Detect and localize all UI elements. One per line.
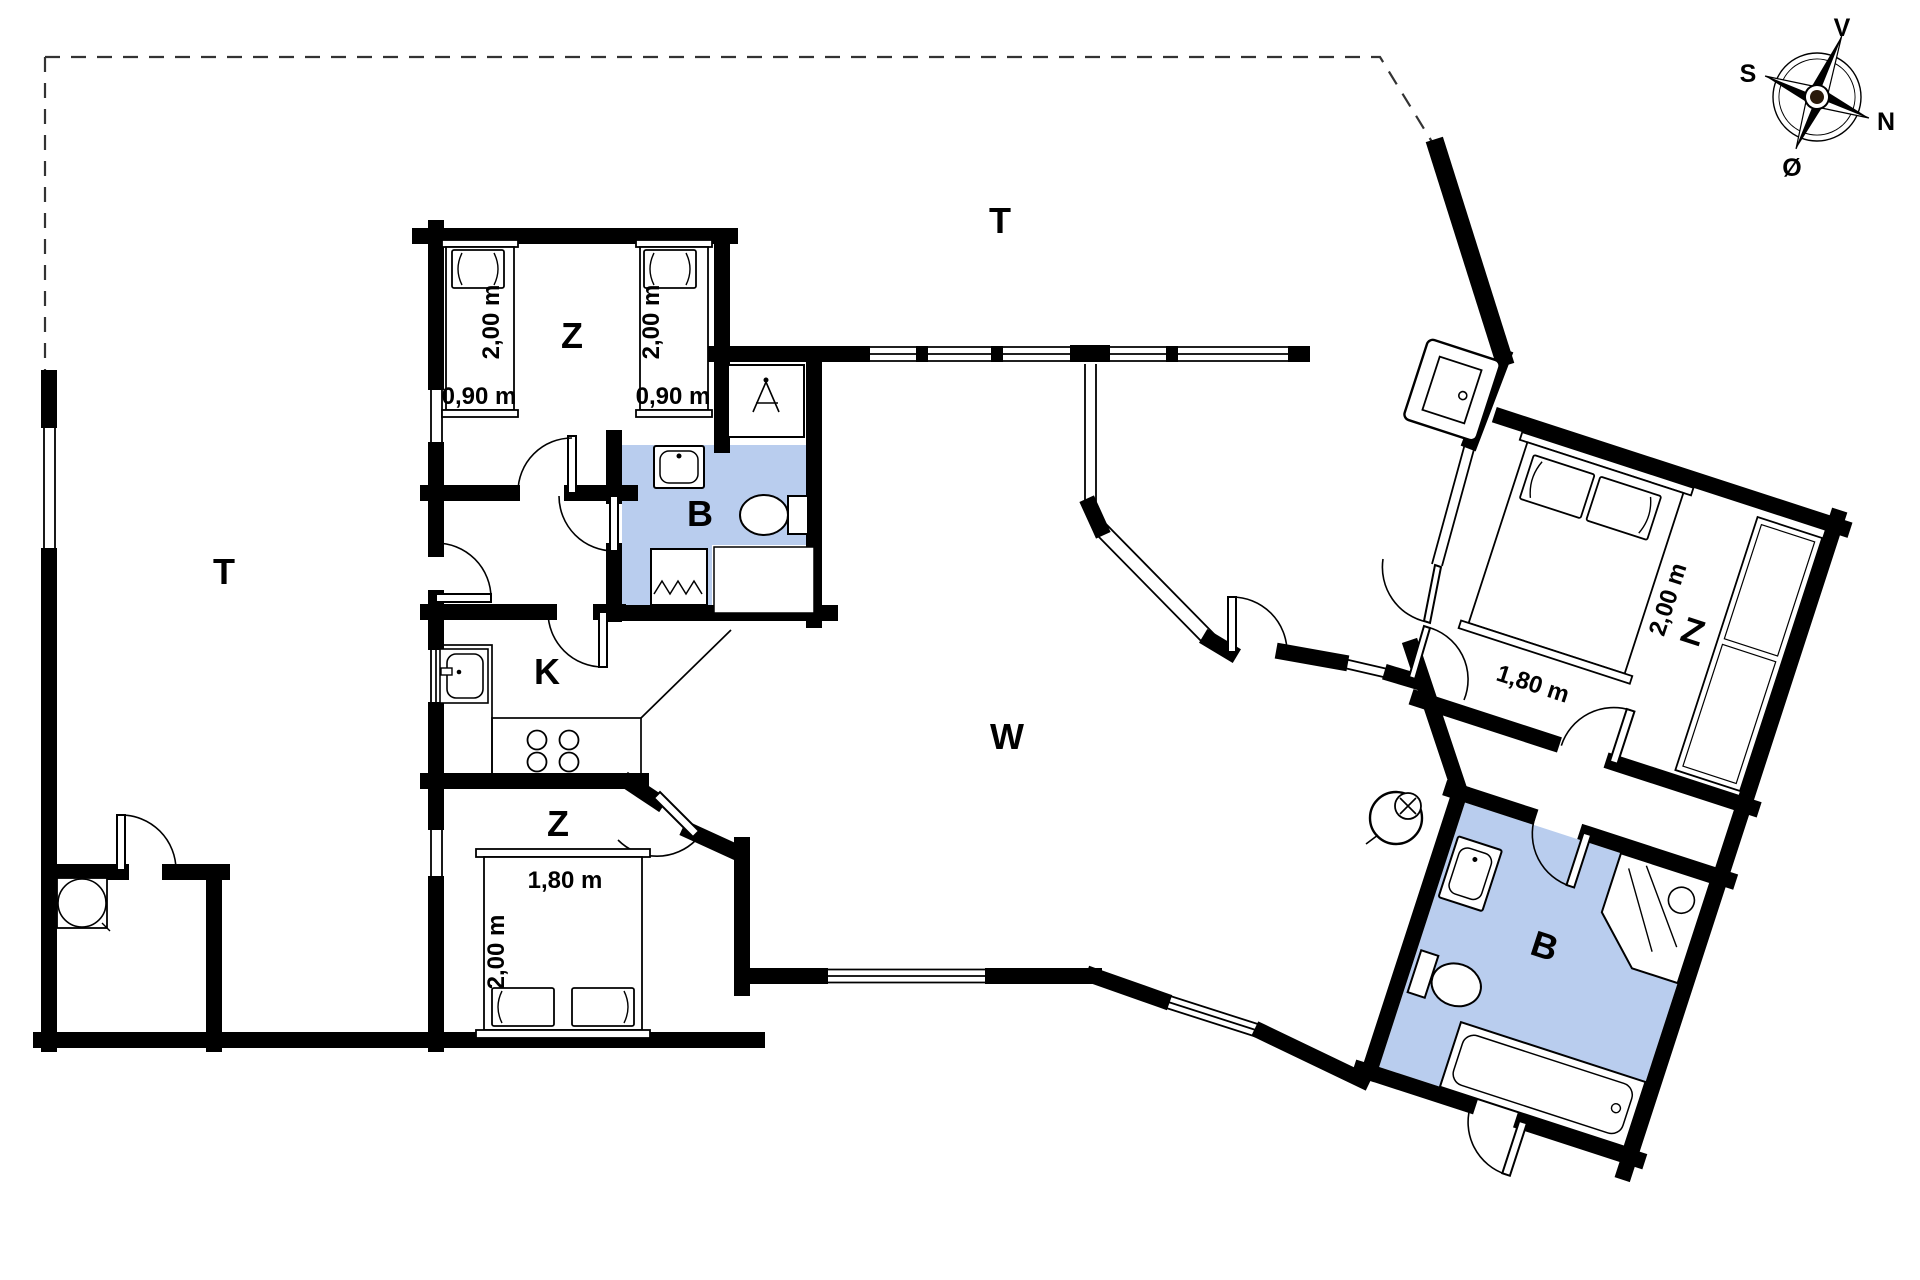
dim-bed2-width: 1,80 m [528,867,603,894]
sink-right [1438,835,1503,912]
room-label-bathroom-top: B [687,493,713,534]
bed-double-right [1457,431,1695,685]
room-label-bedroom-top: Z [561,315,583,356]
door-utility [116,814,177,871]
room-label-kitchen: K [534,651,560,692]
compass-icon: V S N Ø [1740,14,1895,182]
bed-double-left [475,848,651,1039]
sink-top [653,445,705,489]
door-bathroom-right-outside [1467,1104,1529,1177]
bed-single-left [441,239,519,418]
door-bedroom-bottom [617,790,701,857]
dim-bed1-right-length: 2,00 m [638,285,665,360]
shower-tray-top [650,548,708,606]
compass-west-label: V [1834,14,1851,42]
door-bathroom-top [558,495,619,552]
room-label-terrace-west: T [213,551,235,592]
room-label-living: W [990,716,1024,757]
kitchen-sink [439,648,489,704]
kitchen-stove [526,729,580,773]
right-wing: Z B 2,00 m 1,80 m [1351,407,1853,1183]
dim-bed2-length: 2,00 m [483,915,510,990]
toilet-top [739,494,809,536]
room-label-bedroom-right: Z [1676,608,1710,654]
door-bathroom-right [1531,816,1593,889]
shower-right [1600,852,1712,985]
round-stove [1365,790,1424,846]
washing-machine [56,877,111,932]
site-boundary [43,55,1438,378]
closet-top [713,546,815,614]
wardrobe [1674,515,1824,793]
shower-cabin-top [727,364,805,438]
doors [116,435,1469,871]
wood-stove [1403,338,1501,442]
door-bedroom-right [1560,706,1636,766]
room-label-bedroom-bottom: Z [547,803,569,844]
door-entrance [1381,558,1443,625]
dim-bed1-left-length: 2,00 m [478,285,505,360]
door-terrace-west [435,542,492,603]
door-bedroom-top [517,435,577,494]
dim-bed1-left-width: 0,90 m [442,383,517,410]
door-kitchen [547,611,608,668]
walls [33,136,1515,1091]
compass-south-label: S [1740,60,1757,88]
kitchen-counter [435,629,732,776]
toilet-right [1406,949,1482,1008]
windows [43,346,1477,1039]
dim-bed-double-right-width: 1,80 m [1493,660,1572,709]
compass-north-label: N [1877,108,1895,136]
room-label-terrace-north: T [989,200,1011,241]
bathtub-right [1438,1020,1647,1148]
compass-east-label: Ø [1782,154,1801,182]
dim-bed1-right-width: 0,90 m [636,383,711,410]
door-living-east [1227,596,1288,653]
door-wing-hall [1407,624,1469,701]
bed-single-right [635,239,713,418]
